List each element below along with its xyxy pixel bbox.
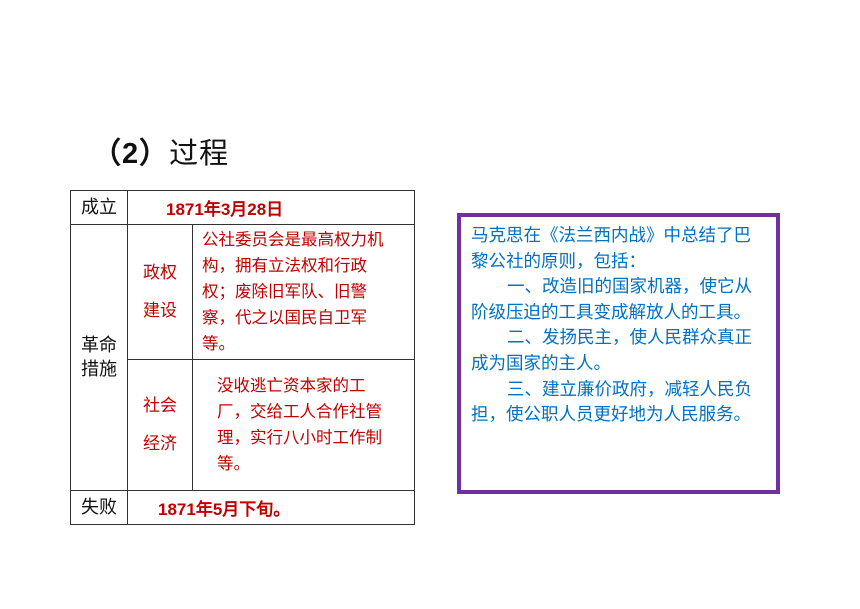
table-row: 成立 1871年3月28日 <box>70 190 415 225</box>
section-number: （2） <box>92 138 170 170</box>
marx-principles-box: 马克思在《法兰西内战》中总结了巴黎公社的原则，包括： 一、改造旧的国家机器，使它… <box>457 213 780 494</box>
political-text: 公社委员会是最高权力机构，拥有立法权和行政权；废除旧军队、旧警察，代之以国民自卫… <box>192 224 415 360</box>
table-row: 革命措施 政权建设 公社委员会是最高权力机构，拥有立法权和行政权；废除旧军队、旧… <box>70 224 415 491</box>
principle-item: 二、发扬民主，使人民群众真正成为国家的主人。 <box>471 328 752 374</box>
quote-intro: 马克思在《法兰西内战》中总结了巴黎公社的原则，包括： <box>471 226 751 272</box>
founded-label: 成立 <box>70 190 128 225</box>
failure-date: 1871年5月下旬。 <box>158 500 291 519</box>
failure-label: 失败 <box>70 490 128 525</box>
section-title: 过程 <box>169 136 230 170</box>
measures-label: 革命措施 <box>70 224 128 491</box>
political-label: 政权建设 <box>127 224 193 360</box>
table-row: 失败 1871年5月下旬。 <box>70 490 415 525</box>
founded-date: 1871年3月28日 <box>166 200 284 219</box>
table-row: 社会经济 没收逃亡资本家的工厂，交给工人合作社管理，实行八小时工作制等。 <box>71 359 415 491</box>
process-table-container: 成立 1871年3月28日 革命措施 政权建设 公社委员会是最高权力机构，拥有立… <box>70 190 415 525</box>
economic-label: 社会经济 <box>127 359 193 491</box>
economic-text: 没收逃亡资本家的工厂，交给工人合作社管理，实行八小时工作制等。 <box>192 359 415 491</box>
section-heading: （2）过程 <box>92 130 229 172</box>
process-table: 成立 1871年3月28日 革命措施 政权建设 公社委员会是最高权力机构，拥有立… <box>70 190 415 525</box>
principle-item: 一、改造旧的国家机器，使它从阶级压迫的工具变成解放人的工具。 <box>471 277 752 323</box>
principle-item: 三、建立廉价政府，减轻人民负担，使公职人员更好地为人民服务。 <box>471 379 752 426</box>
